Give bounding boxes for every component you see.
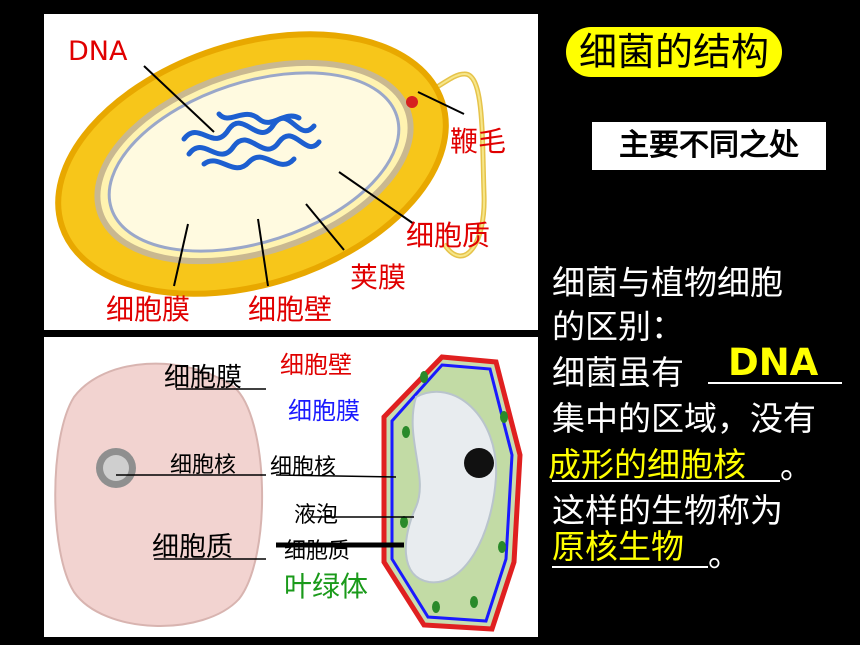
blank-answer-2: 成形的细胞核 <box>548 445 746 484</box>
text-line-3: 细菌虽有 <box>552 353 684 392</box>
subtitle: 主要不同之处 <box>619 128 799 163</box>
label-flagellum: 鞭毛 <box>450 125 507 158</box>
chloroplast-shapes <box>400 371 508 613</box>
label-plant-nucleus: 细胞核 <box>270 455 337 480</box>
bacterium-diagram <box>55 31 487 297</box>
cell-membrane-shape <box>107 71 401 253</box>
label-plant-wall: 细胞壁 <box>280 351 352 379</box>
label-cytoplasm: 细胞质 <box>406 219 491 252</box>
animal-cell-shape <box>54 362 263 627</box>
subtitle-box <box>592 122 826 170</box>
text-line-5-suffix: 。 <box>780 447 813 486</box>
title-pill <box>566 27 782 77</box>
label-animal-cytoplasm: 细胞质 <box>152 532 233 563</box>
text-line-1: 细菌与植物细胞 <box>552 263 783 302</box>
flagellum-base <box>406 96 418 108</box>
text-line-7-suffix: 。 <box>708 535 741 574</box>
page-title: 细菌的结构 <box>578 30 769 74</box>
label-plant-cytoplasm: 细胞质 <box>284 539 351 564</box>
vacuole-shape <box>404 390 498 584</box>
dna-shape <box>181 111 322 171</box>
blank-answer-1: DNA <box>728 341 819 384</box>
text-line-4: 集中的区域，没有 <box>552 399 816 438</box>
plant-nucleus-shape <box>464 448 494 478</box>
bacterium-panel: DNA 鞭毛 细胞质 荚膜 细胞膜 细胞壁 <box>44 14 538 330</box>
blank-answer-3: 原核生物 <box>552 527 684 566</box>
text-line-2: 的区别： <box>552 307 684 346</box>
label-animal-membrane: 细胞膜 <box>164 363 243 393</box>
cells-diagram <box>54 354 523 632</box>
label-vacuole: 液泡 <box>294 503 339 528</box>
label-animal-nucleus: 细胞核 <box>170 453 237 478</box>
label-wall: 细胞壁 <box>248 293 333 326</box>
text-line-6: 这样的生物称为 <box>552 491 783 530</box>
blank-underline-3 <box>552 566 708 568</box>
label-capsule: 荚膜 <box>350 261 407 294</box>
blank-underline-2 <box>552 480 780 482</box>
label-chloroplast: 叶绿体 <box>284 570 369 603</box>
label-membrane: 细胞膜 <box>106 293 191 326</box>
label-plant-membrane: 细胞膜 <box>288 397 360 425</box>
label-dna: DNA <box>68 36 128 67</box>
cells-panel: 细胞膜 细胞壁 细胞膜 细胞核 细胞核 液泡 细胞质 细胞质 叶绿体 <box>44 337 538 637</box>
blank-underline-1 <box>708 382 842 384</box>
